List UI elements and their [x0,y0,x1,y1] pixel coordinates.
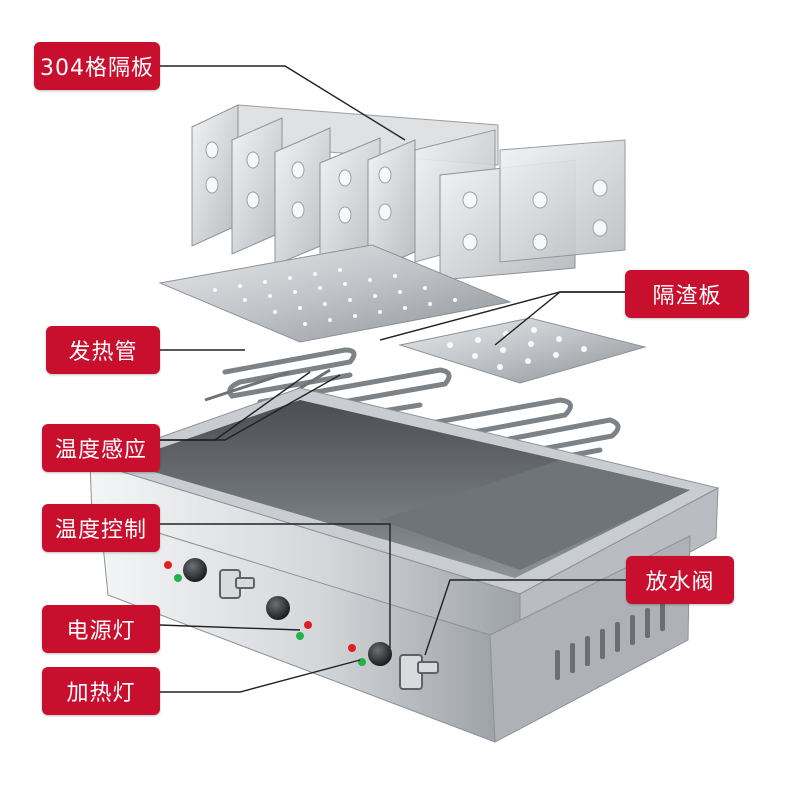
power-light-left [164,561,172,569]
temperature-knob-middle[interactable] [266,596,290,620]
heat-light-left [174,574,182,582]
callout-drain-valve: 放水阀 [626,556,734,604]
power-light-right [304,621,312,629]
slag-plate-small [398,317,647,384]
heat-light-right [296,632,304,640]
drain-valve-right[interactable] [399,654,439,690]
heat-light-3 [358,658,366,666]
drain-valve-left[interactable] [219,569,255,599]
callout-temp-control: 温度控制 [42,504,160,552]
callout-slag-plate: 隔渣板 [625,270,749,318]
callout-partition: 304格隔板 [34,42,160,90]
callout-power-light: 电源灯 [42,605,160,653]
temperature-knob-left[interactable] [183,558,207,582]
callout-temp-sensor: 温度感应 [42,424,160,472]
power-light-3 [348,644,356,652]
control-panel [164,558,439,690]
partition-grid [191,104,626,281]
callout-heating-tube: 发热管 [46,326,160,374]
callout-heating-light: 加热灯 [42,667,160,715]
temperature-knob-right[interactable] [368,642,392,666]
slag-plate-large [158,244,512,343]
leader-lines [159,65,626,693]
